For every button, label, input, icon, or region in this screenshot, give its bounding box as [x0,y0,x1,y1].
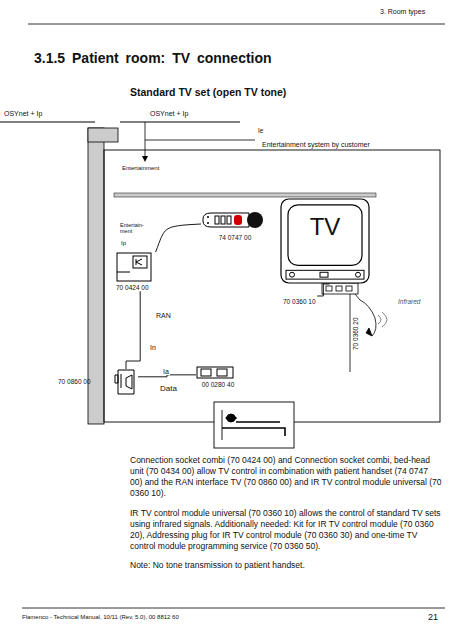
footer: Flamenco - Technical Manual, 10/11 (Rev.… [22,614,179,621]
icon [201,210,269,232]
wire-label: OSYnet + Ip [4,110,42,118]
room-walls [88,128,440,424]
body-text: Note: No tone transmission to patient ha… [130,561,305,571]
connector-label: RAN [155,312,172,319]
body-text: IR TV control module universal (70 0360 … [130,508,442,552]
socket-box: 70 0424 00 [116,252,160,291]
node-text: 00 0280 40 [196,381,240,388]
node-text: 70 0860 00 [58,378,91,385]
connector [126,291,140,369]
header-rule [28,24,445,25]
body-text: Connection socket combi (70 0424 00) and… [130,455,442,499]
wire [145,140,255,141]
connector [138,375,196,377]
tv-set: TV [280,198,370,284]
page-number: 21 [428,612,438,622]
connector-label: Ia [162,368,170,375]
socket-label: Entertain- ment [120,222,150,235]
signal-label: Infrared [398,298,420,305]
ir-module-box: 70 0360 10 [283,296,321,305]
footer-rule [22,608,445,609]
node-text: TV [280,214,370,240]
bed [214,402,294,448]
signal-label: In [150,344,156,352]
signal-label: Data [160,384,177,393]
wire [145,122,146,158]
wire-label: OSYnet + Ip [150,110,188,118]
section-title: 3.1.5 Patient room: TV connection [34,50,272,66]
socket-label: Ip [121,240,126,247]
icon [116,252,160,282]
wire-label: Entertainment system by customer [262,141,370,149]
patient-handset: 74 0747 00 [201,210,269,241]
arrow-head [142,156,148,162]
header: 3. Room types [380,8,425,16]
node-text: 70 0360 10 [283,298,321,305]
wire-label: Ie [258,127,263,134]
icon [196,366,240,379]
connector [156,224,201,252]
data-socket: 00 0280 40 [196,366,240,388]
subtitle: Standard TV set (open TV tone) [130,86,286,98]
wire [120,121,240,122]
wire [0,121,95,122]
icon [114,369,138,395]
ir-module [322,283,387,372]
node-text: 74 0747 00 [201,234,269,241]
node-text: 70 0424 00 [116,284,160,291]
socket-label: Entertainment [122,165,159,172]
connector [317,284,329,296]
ran-interface: 70 0860 00 [58,369,138,395]
part-number: 70 0360 20 [352,317,359,350]
